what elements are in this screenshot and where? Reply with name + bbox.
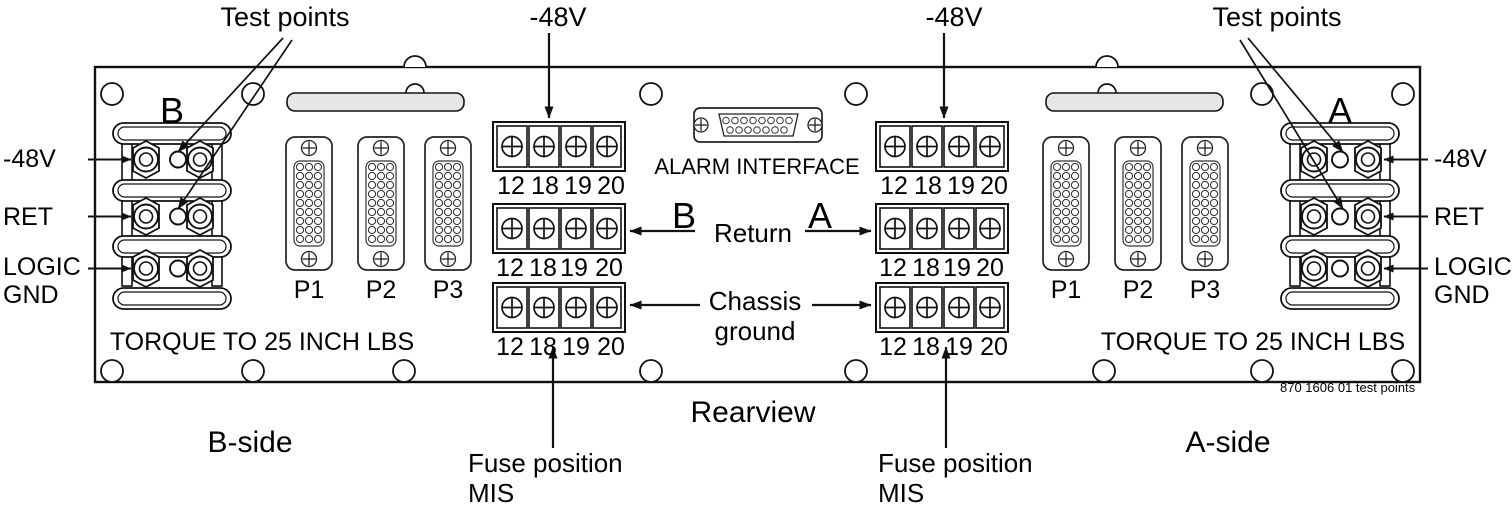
terminal-block-neg48-left (492, 121, 626, 172)
terminal-position-label: 18 (912, 333, 940, 361)
torque-note-left: TORQUE TO 25 INCH LBS (109, 328, 415, 356)
callout-test-points-left: Test points (220, 2, 350, 32)
terminal-position-label: 18 (912, 254, 940, 282)
bus-row-neg48-right (1300, 139, 1382, 180)
terminal-position-label: 12 (496, 254, 524, 282)
bus-row-logic-gnd-right (1300, 248, 1382, 289)
terminal-block-neg48-right (875, 121, 1009, 172)
callout-neg48-top-right: -48V (925, 2, 983, 32)
callout-fuse-position-left-line1: Fuse position (468, 448, 623, 478)
terminal-position-label: 20 (595, 254, 623, 282)
test-point-hole (1331, 207, 1349, 226)
connector-label-P2-right: P2 (1122, 276, 1154, 304)
side-label-right: A-side (1185, 426, 1271, 459)
dsub-connector-P3-right (1181, 136, 1229, 271)
terminal-position-label: 18 (529, 254, 557, 282)
terminal-block-chassis-ground-left (492, 282, 626, 333)
terminal-position-label: 20 (980, 172, 1008, 200)
bus-row-neg48-left (132, 139, 214, 180)
terminal-position-label: 20 (597, 333, 625, 361)
dsub-connector-P1-right (1042, 136, 1090, 271)
terminal-position-label: 19 (947, 172, 975, 200)
side-label-left: B-side (207, 426, 293, 459)
connector-label-P3-right: P3 (1189, 276, 1221, 304)
dsub-connector-P2-right (1114, 136, 1162, 271)
bus-bar-assembly-right (1280, 122, 1400, 310)
callout-return: Return (713, 218, 793, 248)
terminal-block-return-right (875, 203, 1009, 254)
bus-label-left-neg48: -48V (3, 145, 56, 173)
callout-chassis-ground-line1: Chassis (708, 286, 802, 316)
dsub-connector-P3-left (424, 136, 472, 271)
bus-label-right-logic-gnd-1: LOGIC (1434, 253, 1512, 281)
connector-label-P1-left: P1 (293, 276, 325, 304)
bus-label-right: A (1327, 90, 1353, 131)
bus-row-logic-gnd-left (132, 248, 214, 289)
terminal-block-chassis-ground-right (875, 282, 1009, 333)
terminal-blocks-right (875, 121, 1009, 333)
connector-label-P1-right: P1 (1050, 276, 1082, 304)
callout-fuse-position-right-line2: MIS (878, 478, 925, 505)
test-point-hole (169, 207, 187, 226)
connector-label-P2-left: P2 (365, 276, 397, 304)
return-marker-left: B (671, 195, 697, 236)
dsub-connector-P2-left (357, 136, 405, 271)
dsub-connector-P1-left (285, 136, 333, 271)
bus-bar-assembly-left (112, 122, 232, 310)
bus-label-right-ret: RET (1434, 203, 1484, 231)
bus-label-left-logic-gnd-1: LOGIC (3, 253, 81, 281)
bus-label-left-logic-gnd-2: GND (3, 281, 59, 309)
bus-label-right-logic-gnd-2: GND (1434, 281, 1490, 309)
terminal-position-label: 19 (945, 333, 973, 361)
terminal-position-label: 12 (879, 333, 907, 361)
terminal-blocks-left (492, 121, 626, 333)
test-point-hole (1331, 150, 1349, 169)
bus-row-ret-right (1300, 196, 1382, 237)
leaders-right-bus (1383, 155, 1428, 273)
terminal-position-label: 20 (597, 172, 625, 200)
bus-label-left: B (159, 90, 185, 131)
bus-label-left-ret: RET (3, 203, 53, 231)
terminal-position-label: 18 (914, 172, 942, 200)
terminal-position-label: 12 (880, 172, 908, 200)
terminal-position-label: 19 (560, 254, 588, 282)
callout-fuse-position-right-line1: Fuse position (878, 448, 1033, 478)
handle-bar-right (1045, 83, 1224, 112)
terminal-position-label: 20 (976, 254, 1004, 282)
leaders-test-points-right (1239, 37, 1344, 210)
leaders-test-points-left (177, 37, 293, 210)
terminal-position-label: 19 (562, 333, 590, 361)
connector-label-P3-left: P3 (432, 276, 464, 304)
part-number-label: 870 1606 01 test points (1280, 380, 1416, 395)
callout-fuse-position-left-line2: MIS (468, 478, 515, 505)
handle-bar-left (286, 83, 465, 112)
torque-note-right: TORQUE TO 25 INCH LBS (1100, 328, 1406, 356)
callout-chassis-ground-line2: ground (714, 316, 796, 346)
callout-neg48-top-left: -48V (529, 2, 587, 32)
terminal-position-label: 20 (980, 333, 1008, 361)
rearview-title: Rearview (690, 396, 816, 429)
dsub-connectors-left (285, 136, 472, 271)
alarm-interface-label: ALARM INTERFACE (654, 154, 860, 179)
terminal-position-label: 18 (529, 333, 557, 361)
panel-top-notches (403, 55, 1119, 68)
terminal-position-label: 12 (879, 254, 907, 282)
alarm-interface-connector (693, 107, 823, 143)
bus-row-ret-left (132, 196, 214, 237)
return-marker-right: A (807, 195, 833, 236)
terminal-position-label: 18 (531, 172, 559, 200)
leaders-left-bus (88, 155, 132, 273)
test-point-hole (169, 150, 187, 169)
terminal-position-label: 19 (564, 172, 592, 200)
terminal-block-return-left (492, 203, 626, 254)
callout-test-points-right: Test points (1212, 2, 1342, 32)
terminal-position-label: 12 (496, 333, 524, 361)
terminal-position-label: 19 (943, 254, 971, 282)
bus-label-right-neg48: -48V (1434, 145, 1487, 173)
terminal-position-label: 12 (497, 172, 525, 200)
dsub-connectors-right (1042, 136, 1229, 271)
